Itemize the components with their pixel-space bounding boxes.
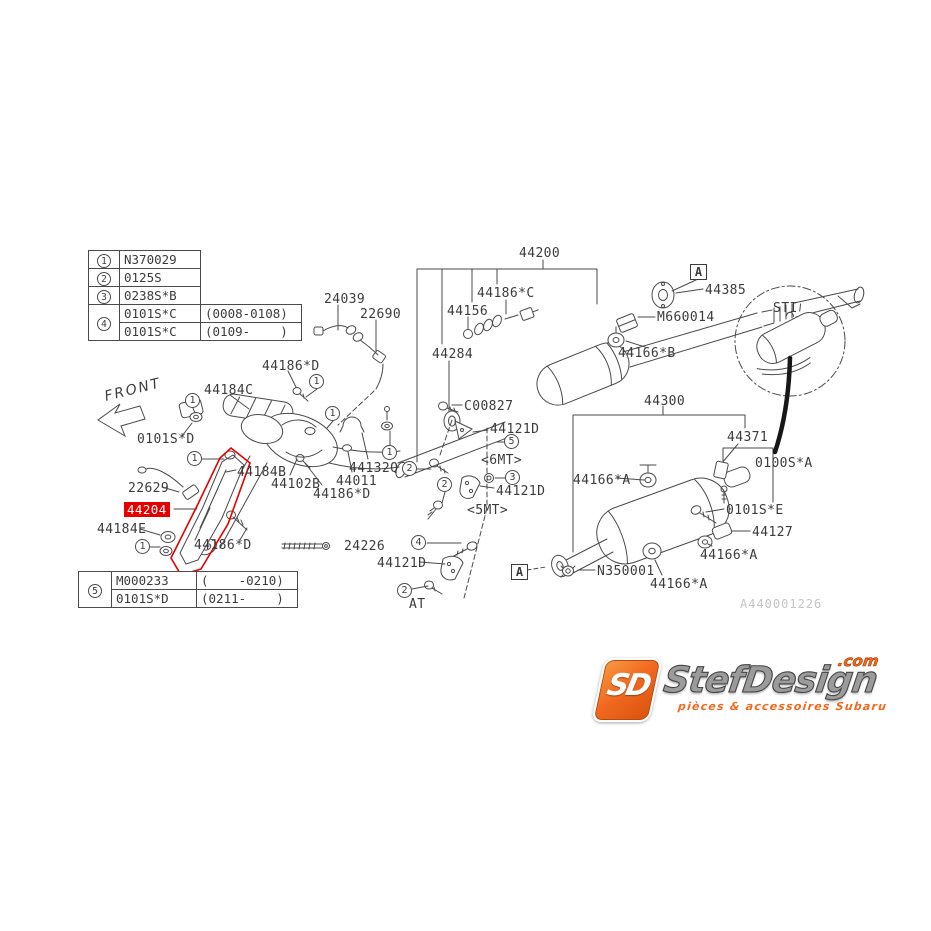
ref-circle-2: 2	[97, 271, 111, 286]
ref-circle-3: 3	[97, 289, 111, 304]
part-label-44186D-bottom: 44186*D	[194, 538, 252, 553]
part-label-44371: 44371	[727, 430, 769, 445]
part-label-44127: 44127	[752, 525, 794, 540]
part-label-22629: 22629	[128, 481, 170, 496]
callout-1: 1	[309, 374, 324, 389]
callout-2: 2	[397, 583, 412, 598]
part-number-cell: 0238S*B	[119, 286, 201, 305]
part-label-44184C: 44184C	[204, 383, 254, 398]
logo-monogram-icon: SD	[591, 658, 663, 722]
table-row: 5 M000233 ( -0210)	[78, 571, 298, 608]
table-row: 4 0101S*C (0008-0108)	[88, 304, 302, 341]
callout-2: 2	[402, 461, 417, 476]
part-label-24039: 24039	[324, 292, 366, 307]
logo-monogram-text: SD	[603, 668, 652, 703]
part-label-44284: 44284	[432, 347, 474, 362]
callout-5: 5	[504, 434, 519, 449]
part-label-44184B: 44184B	[237, 465, 287, 480]
applicability-range-cell: ( -0210)	[196, 571, 298, 590]
ref-circle-4: 4	[97, 316, 111, 331]
part-label-44300: 44300	[644, 394, 686, 409]
highlighted-part-label-44204: 44204	[124, 502, 170, 517]
part-number-cell: M000233	[111, 571, 197, 590]
part-label-44184E: 44184E	[97, 522, 147, 537]
part-label-44186D-top: 44186*D	[262, 359, 320, 374]
part-label-44186C: 44186*C	[477, 286, 535, 301]
table-row: 0101S*D (0211- )	[79, 589, 298, 608]
part-label-24226: 24226	[344, 539, 386, 554]
part-label-22690: 22690	[360, 307, 402, 322]
logo-tld: .com	[836, 652, 880, 671]
part-label-44200: 44200	[519, 246, 561, 261]
part-label-44121D-5mt: 44121D	[496, 484, 546, 499]
table-row: 3 0238S*B	[88, 286, 302, 305]
part-number-cell: 0125S	[119, 268, 201, 287]
applicability-range-cell: (0211- )	[196, 589, 298, 608]
callout-3: 3	[505, 470, 520, 485]
callout-2: 2	[437, 477, 452, 492]
ref-circle-1: 1	[97, 253, 111, 268]
variant-label-5mt: <5MT>	[467, 503, 509, 518]
table-row: 0101S*C (0109- )	[89, 322, 302, 341]
part-label-44166A-left: 44166*A	[573, 473, 631, 488]
part-label-44121D-6mt: 44121D	[490, 422, 540, 437]
part-label-44385: 44385	[705, 283, 747, 298]
logo-tagline: pièces & accessoires Subaru	[677, 700, 888, 713]
part-label-44011: 44011	[336, 474, 378, 489]
callout-1: 1	[187, 451, 202, 466]
part-label-M660014: M660014	[657, 310, 715, 325]
part-label-44102B: 44102B	[271, 477, 321, 492]
applicability-range-cell: (0008-0108)	[200, 304, 302, 323]
callout-4: 4	[411, 535, 426, 550]
part-label-N350001: N350001	[597, 564, 655, 579]
part-label-44166B: 44166*B	[618, 346, 676, 361]
table-row: 1 N370029	[88, 250, 302, 269]
part-label-44121D-at: 44121D	[377, 556, 427, 571]
callout-1: 1	[325, 406, 340, 421]
view-marker-A-bottom: A	[511, 564, 528, 580]
view-marker-A-top: A	[690, 264, 707, 280]
variant-label-at: AT	[409, 597, 426, 612]
part-label-44186D-mid: 44186*D	[313, 487, 371, 502]
part-number-cell: 0101S*C	[119, 304, 201, 323]
legend-table-bottom: 5 M000233 ( -0210) 0101S*D (0211- )	[78, 571, 298, 608]
drawing-number-watermark: A440001226	[740, 597, 823, 611]
part-number-cell: 0101S*C	[119, 322, 201, 341]
part-number-cell: 0101S*D	[111, 589, 197, 608]
variant-label-6mt: <6MT>	[481, 453, 523, 468]
sti-label: STI	[773, 301, 798, 316]
callout-1: 1	[185, 393, 200, 408]
callout-1: 1	[135, 539, 150, 554]
legend-table-top: 1 N370029 2 0125S 3 0238S*B 4 0101S*C (0…	[88, 250, 302, 341]
part-label-C00827: C00827	[464, 399, 514, 414]
part-label-44156: 44156	[447, 304, 489, 319]
part-label-44166A-bottom: 44166*A	[650, 577, 708, 592]
shop-logo: SD StefDesign .com pièces & accessoires …	[591, 652, 892, 732]
part-number-cell: N370029	[119, 250, 201, 269]
part-label-0101SE: 0101S*E	[726, 503, 784, 518]
part-label-0101SD: 0101S*D	[137, 432, 195, 447]
callout-1: 1	[382, 445, 397, 460]
part-label-44166A-right: 44166*A	[700, 548, 758, 563]
applicability-range-cell: (0109- )	[200, 322, 302, 341]
part-label-0100SA: 0100S*A	[755, 456, 813, 471]
part-label-44132Q: 44132Q	[349, 461, 399, 476]
table-row: 2 0125S	[88, 268, 302, 287]
ref-circle-5: 5	[88, 583, 102, 598]
